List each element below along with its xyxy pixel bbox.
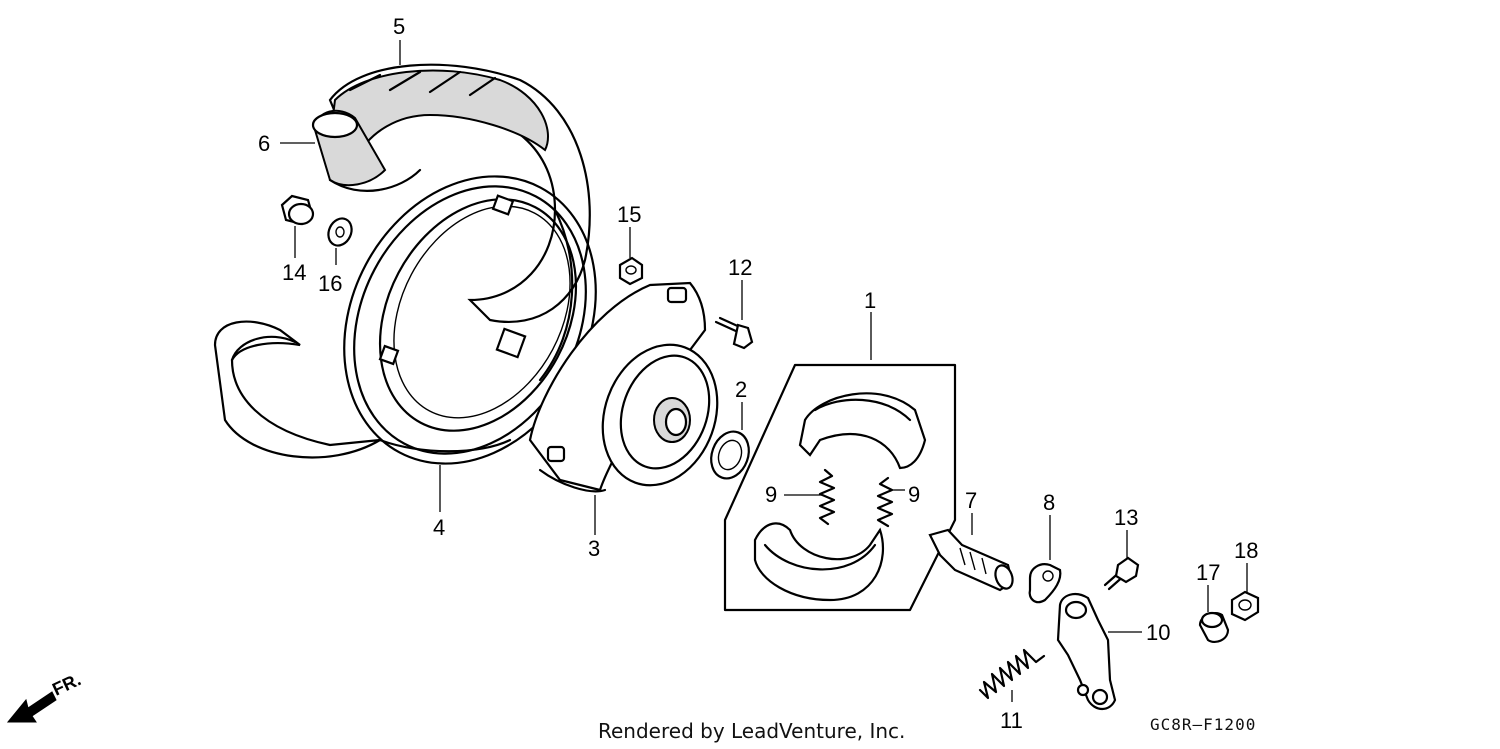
front-direction-label: FR. [49,669,84,699]
callout-16: 16 [318,271,342,296]
nut-part-14 [280,194,315,226]
callout-1: 1 [864,288,876,313]
bolt-part-12 [714,316,754,350]
callout-5: 5 [393,14,405,39]
brake-shoe-set-part-1 [723,363,957,612]
spring-part-9-right [876,476,894,528]
nut-part-15 [618,256,644,286]
callout-10: 10 [1146,620,1170,645]
callout-6: 6 [258,131,270,156]
brake-drum-part-3 [528,281,719,493]
render-credit: Rendered by LeadVenture, Inc. [598,719,905,743]
callout-8: 8 [1043,490,1055,515]
return-spring-part-11 [978,648,1046,700]
callout-17: 17 [1196,560,1220,585]
callout-9-right: 9 [908,482,920,507]
brake-cam-part-7 [928,528,1014,592]
wheel-rim-part-4 [343,175,597,465]
wear-indicator-part-8 [1028,563,1062,604]
front-direction-arrow-icon [6,691,57,723]
spring-part-9-left [818,468,836,526]
brake-arm-part-10 [1056,592,1117,711]
tire-part-5 [213,63,591,459]
callout-2: 2 [735,377,747,402]
callout-3: 3 [588,536,600,561]
callout-18: 18 [1234,538,1258,563]
callout-7: 7 [965,488,977,513]
callout-11: 11 [1000,708,1023,733]
leader-lines [280,40,1248,702]
inner-tube-part-6 [311,109,422,192]
diagram-code: GC8R–F1200 [1150,715,1256,734]
washer-part-16 [327,217,353,247]
callout-9-left: 9 [765,482,777,507]
callout-4: 4 [433,515,445,540]
collar-part-17 [1198,611,1230,644]
dust-seal-part-2 [710,430,750,480]
callout-14: 14 [282,260,306,285]
callout-13: 13 [1114,505,1138,530]
bolt-part-13 [1103,556,1140,591]
callout-12: 12 [728,255,752,280]
nut-part-18 [1230,590,1260,622]
callout-15: 15 [617,202,641,227]
